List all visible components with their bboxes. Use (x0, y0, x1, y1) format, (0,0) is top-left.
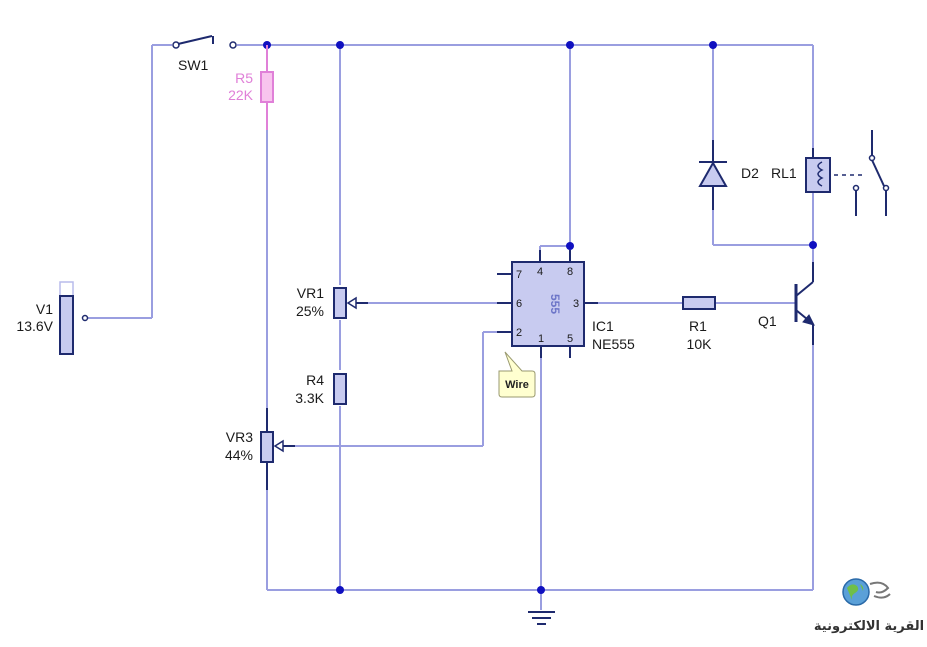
wire-tooltip: Wire (498, 351, 536, 398)
r5-value-label: 22K (228, 87, 254, 103)
ic1-pin-6: 6 (516, 298, 522, 310)
vr3-value-label: 44% (225, 447, 253, 463)
wire-tooltip-text: Wire (505, 379, 529, 391)
v1-ref-label: V1 (36, 301, 53, 317)
ic1-pin-7: 7 (516, 269, 522, 281)
q1-ref-label: Q1 (758, 313, 777, 329)
sw1-ref-label: SW1 (178, 57, 209, 73)
ic1-pin-3: 3 (573, 298, 579, 310)
r1-value-label: 10K (687, 336, 713, 352)
rl1-ref-label: RL1 (771, 165, 797, 181)
potentiometer-vr1[interactable] (333, 287, 368, 319)
junction-dots (263, 41, 817, 594)
r1-ref-label: R1 (689, 318, 707, 334)
ic1-pin-1: 1 (538, 333, 544, 345)
watermark-text: القرية الالكترونية (814, 619, 924, 634)
ic1-chip-label: 555 (548, 294, 562, 314)
diode-d2[interactable] (698, 140, 728, 210)
ic1-pin-5: 5 (567, 333, 573, 345)
switch-sw1[interactable] (172, 35, 237, 49)
ic1-pin-2: 2 (516, 327, 522, 339)
resistor-r1[interactable] (682, 296, 716, 310)
relay-rl1[interactable] (805, 130, 890, 216)
battery-v1[interactable] (59, 281, 89, 355)
vr1-ref-label: VR1 (297, 285, 324, 301)
transistor-q1[interactable] (794, 262, 815, 345)
vr3-ref-label: VR3 (226, 429, 253, 445)
ic1-pin-8: 8 (567, 266, 573, 278)
potentiometer-vr3[interactable] (260, 408, 295, 490)
wires[interactable] (87, 44, 814, 610)
ic1-value-label: NE555 (592, 336, 635, 352)
ic1-pin-4: 4 (537, 266, 543, 278)
r4-value-label: 3.3K (295, 390, 324, 406)
vr1-value-label: 25% (296, 303, 324, 319)
ic-555[interactable] (497, 250, 598, 358)
r4-ref-label: R4 (306, 372, 324, 388)
resistor-r4[interactable] (333, 373, 347, 405)
ic1-ref-label: IC1 (592, 318, 614, 334)
v1-value-label: 13.6V (16, 318, 53, 334)
r5-ref-label: R5 (235, 70, 253, 86)
resistor-r5[interactable] (260, 45, 274, 130)
watermark-logo (842, 578, 891, 606)
d2-ref-label: D2 (741, 165, 759, 181)
ground-symbol (528, 611, 555, 625)
